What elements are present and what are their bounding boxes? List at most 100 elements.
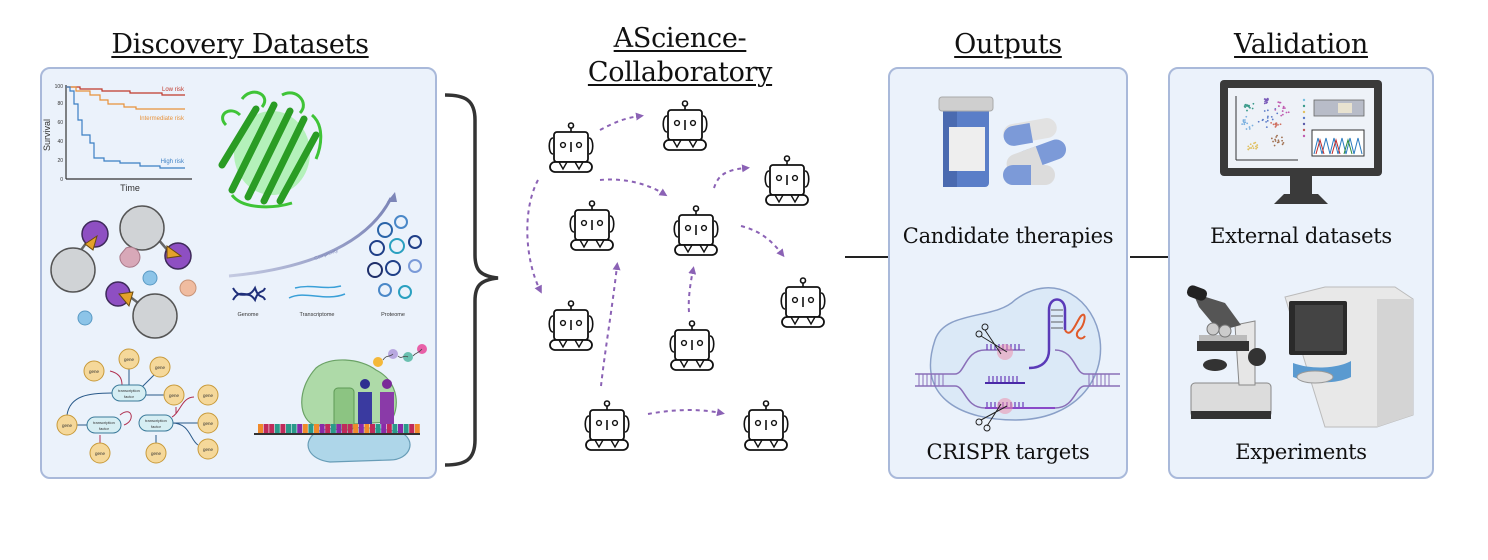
- nucleotide: [381, 424, 387, 433]
- agent-communication-arrow: [740, 225, 785, 258]
- gene-node: [145, 442, 167, 464]
- discovery-datasets-title: Discovery Datasets: [111, 29, 369, 60]
- external-datasets-label: External datasets: [1210, 224, 1392, 248]
- scatter-point: [1247, 145, 1250, 148]
- scatter-point: [1244, 119, 1246, 121]
- nucleotide: [358, 424, 364, 433]
- nucleotide: [274, 424, 280, 433]
- scatter-point: [1277, 123, 1279, 126]
- scatter-point: [1272, 123, 1275, 126]
- scatter-point: [1244, 121, 1247, 124]
- scatter-point: [1265, 102, 1268, 104]
- gene-label: gene: [95, 451, 106, 456]
- scatter-point: [1265, 99, 1268, 102]
- nucleotide: [353, 424, 359, 433]
- transcription-factor-node: [111, 384, 147, 402]
- scatter-point: [1272, 140, 1274, 143]
- scatter-point: [1241, 123, 1244, 126]
- scatter-point: [1248, 126, 1251, 128]
- ai-agent-robot-icon: [762, 155, 818, 219]
- legend-dot: [1302, 104, 1306, 108]
- legend-dot: [1302, 134, 1306, 138]
- proteome-icon: [367, 215, 422, 299]
- ai-agent-robot-icon: [671, 205, 727, 269]
- ai-agent-robot-icon: [660, 100, 716, 164]
- nucleotide: [386, 424, 392, 433]
- scatter-point: [1276, 112, 1279, 115]
- agent-communication-arrow: [647, 408, 725, 417]
- scatter-point: [1266, 97, 1269, 100]
- scatter-point: [1271, 118, 1274, 121]
- agent-communication-arrow: [599, 112, 644, 131]
- legend-dot: [1302, 128, 1306, 132]
- gfp-protein-icon: [218, 90, 323, 209]
- curly-brace: [444, 93, 499, 467]
- ytick: 60: [57, 120, 63, 126]
- gene-label: gene: [62, 423, 73, 428]
- gene-label: gene: [89, 369, 100, 374]
- scatter-point: [1246, 122, 1249, 125]
- scatter-point: [1245, 128, 1248, 130]
- transcriptome-label: Transcriptome: [300, 312, 335, 318]
- nucleotide: [336, 424, 342, 433]
- scatter-point: [1274, 123, 1277, 126]
- agent-communication-arrow: [526, 179, 542, 294]
- intermediate-risk-label: Intermediate risk: [140, 116, 185, 122]
- nucleotide: [370, 424, 375, 433]
- scatter-point: [1276, 134, 1278, 137]
- scatter-point: [1275, 136, 1278, 138]
- nucleotide: [263, 424, 269, 433]
- ytick: 0: [60, 177, 63, 183]
- scatter-point: [1282, 107, 1285, 110]
- agent-communication-arrow: [713, 164, 750, 189]
- gene-label: gene: [169, 393, 180, 398]
- scatter-point: [1267, 115, 1269, 118]
- scatter-point: [1282, 105, 1285, 108]
- outputs-title: Outputs: [954, 29, 1062, 60]
- legend-dot: [1302, 98, 1306, 102]
- nucleotide: [330, 424, 336, 433]
- scatter-point: [1252, 147, 1255, 150]
- scatter-point: [1273, 144, 1276, 147]
- scatter-point: [1255, 147, 1257, 150]
- nucleotide: [392, 424, 398, 433]
- nucleotide: [319, 424, 325, 433]
- gene-label: gene: [124, 357, 135, 362]
- gene-node: [149, 356, 171, 378]
- gene-node: [118, 348, 140, 370]
- nucleotide: [409, 424, 415, 433]
- high-risk-curve: [66, 86, 185, 169]
- scatter-point: [1282, 141, 1285, 144]
- complexity-arrow: [228, 197, 393, 278]
- nucleotide: [258, 424, 263, 433]
- ai-agent-robot-icon: [582, 400, 638, 464]
- gene-label: gene: [203, 421, 214, 426]
- nucleotide: [414, 424, 420, 433]
- scatter-point: [1244, 106, 1247, 108]
- gene-label: gene: [151, 451, 162, 456]
- scatter-point: [1254, 145, 1257, 148]
- nucleotide: [280, 424, 286, 433]
- scatter-point: [1277, 139, 1280, 142]
- scatter-point: [1248, 147, 1251, 149]
- nucleotide: [308, 424, 314, 433]
- agent-communication-arrow: [600, 262, 621, 387]
- scatter-point: [1281, 136, 1283, 139]
- scatter-point: [1285, 111, 1288, 114]
- scatter-point: [1251, 124, 1254, 127]
- tf-label: factor: [99, 426, 110, 431]
- nucleotide: [302, 424, 308, 433]
- intermediate-risk-curve: [66, 86, 185, 110]
- crispr-cas-icon: [915, 287, 1120, 432]
- microscope-analyzer-icon: [1186, 285, 1414, 428]
- crispr-targets-label: CRISPR targets: [926, 440, 1090, 464]
- collaboratory-title: AScience- Collaboratory: [520, 22, 840, 90]
- scatter-point: [1266, 119, 1269, 122]
- legend-dot: [1302, 122, 1306, 126]
- ytick: 40: [57, 139, 63, 145]
- nucleotide: [314, 424, 319, 433]
- scatter-point: [1277, 141, 1280, 143]
- agent-communication-arrow: [599, 178, 668, 197]
